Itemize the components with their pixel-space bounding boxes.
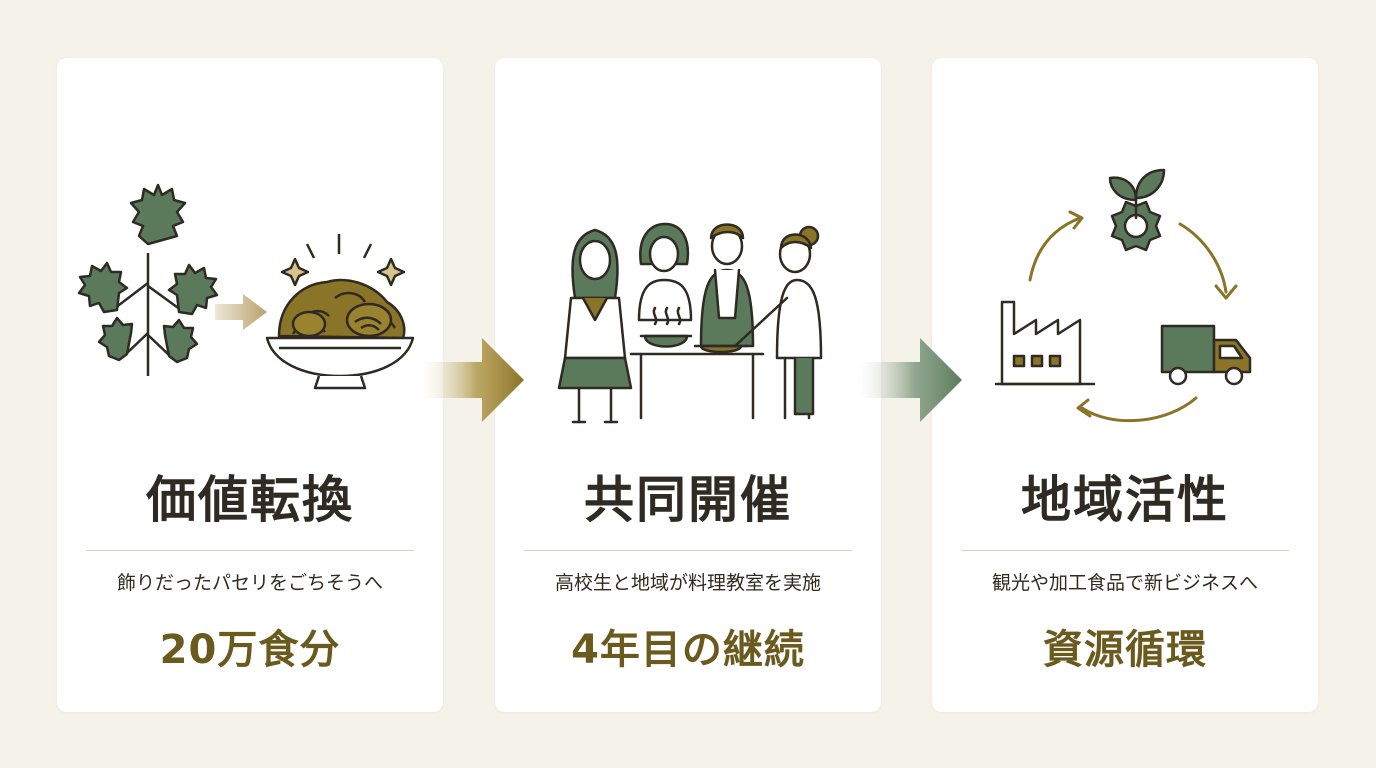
card-2-illustration [557,222,823,424]
divider [524,550,852,551]
card-highlight: 20万食分 [159,627,341,673]
card-title: 地域活性 [1021,470,1229,529]
parsley-icon [77,183,219,376]
card-subtitle: 観光や加工食品で新ビジネスへ [991,572,1258,594]
divider [86,550,414,551]
card-highlight: 資源循環 [1043,627,1207,673]
factory-icon [994,300,1096,386]
divider [961,550,1289,551]
card-title: 価値転換 [146,470,354,529]
truck-icon [1160,324,1252,386]
card-subtitle: 飾りだったパセリをごちそうへ [116,572,383,594]
card-subtitle: 高校生と地域が料理教室を実施 [554,572,821,594]
food-bowl-icon [265,234,415,390]
card-highlight: 4年目の継続 [571,627,805,673]
card-regional-revitalization: 地域活性 観光や加工食品で新ビジネスへ 資源循環 [932,58,1318,712]
card-1-illustration [77,183,415,390]
plant-gear-icon [1108,168,1166,252]
arrow-right-icon [856,338,962,422]
card-value-conversion: 価値転換 飾りだったパセリをごちそうへ 20万食分 [57,58,443,712]
people-cooking-icon [557,222,823,424]
cycle-arrows-icon [1028,210,1238,423]
card-joint-event: 共同開催 高校生と地域が料理教室を実施 4年目の継続 [495,58,881,712]
card-title: 共同開催 [584,470,792,529]
arrow-right-icon [215,294,267,330]
arrow-right-icon [418,338,524,422]
card-3-illustration [994,168,1252,423]
